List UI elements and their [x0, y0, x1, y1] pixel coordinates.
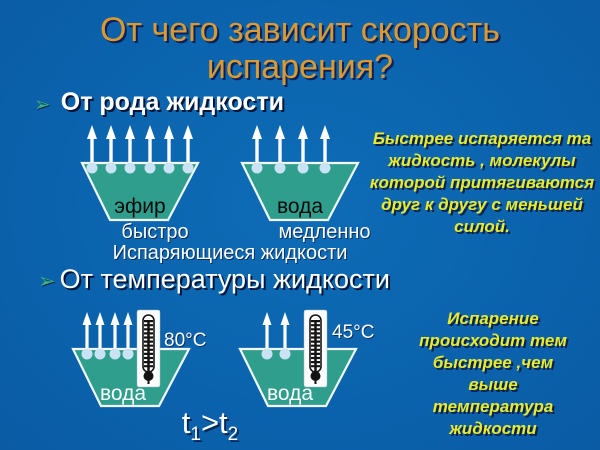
molecule-dots — [261, 348, 291, 360]
thermometer-icon — [136, 309, 161, 388]
note-line: жидкость , молекулы — [388, 151, 576, 170]
molecule-dots — [81, 348, 134, 360]
note-temperature: Испарение происходит тем быстрее ,чем вы… — [398, 308, 588, 440]
bullet-liquid-type-label: От рода жидкости — [60, 88, 284, 116]
arrowheads — [262, 312, 290, 325]
note-line: которой притягиваются — [369, 173, 595, 192]
title-line-2: испарения? — [206, 48, 394, 86]
temperature-low: 45°C — [332, 322, 375, 343]
molecule-dots — [251, 162, 331, 174]
vessel-water-warm-label: вода — [267, 382, 313, 405]
arrow-bullet-icon: ➢ — [38, 270, 56, 293]
page-title: От чего зависит скорость испарения? — [0, 12, 600, 86]
vessel-ether-diagram: эфир — [80, 125, 200, 222]
note-line: температура — [432, 397, 554, 416]
formula-operator: > — [200, 405, 220, 440]
arrowheads — [87, 125, 193, 139]
note-line: Быстрее испаряется та — [372, 129, 592, 148]
vessel-water-hot-diagram: вода — [71, 309, 191, 408]
arrow-bullet-icon: ➢ — [34, 94, 51, 116]
note-line: быстрее ,чем — [432, 353, 554, 372]
bullet-temperature: ➢ От температуры жидкости — [38, 264, 390, 295]
formula-sub-1: 1 — [190, 424, 201, 446]
molecule-dots — [86, 162, 194, 174]
vessel-shape — [80, 161, 200, 222]
caption-evaporating-liquids: Испаряющиеся жидкости — [112, 242, 348, 264]
vessel-water-diagram: вода — [240, 125, 360, 222]
vessel-water-warm-diagram: вода — [238, 309, 358, 408]
note-line: жидкости — [449, 419, 537, 438]
temperature-high: 80°C — [164, 330, 207, 351]
bullet-temperature-label: От температуры жидкости — [59, 264, 390, 294]
vessel-ether-label: эфир — [114, 195, 165, 218]
note-line: Испарение — [447, 309, 539, 328]
formula-base-1: t — [181, 405, 191, 440]
caption-slow: медленно — [278, 221, 371, 243]
note-line: друг к другу с меньшей — [381, 195, 583, 214]
formula-sub-2: 2 — [227, 424, 239, 446]
thermometer-icon — [303, 309, 328, 388]
formula-t1-gt-t2: t1>t2 — [150, 405, 270, 446]
title-line-1: От чего зависит скорость — [100, 11, 500, 49]
vessel-water-hot-label: вода — [100, 382, 146, 405]
note-line: силой. — [454, 217, 510, 236]
note-line: происходит тем — [419, 331, 567, 350]
arrowheads — [252, 125, 330, 139]
note-line: выше — [468, 375, 518, 394]
note-liquid-type: Быстрее испаряется та жидкость , молекул… — [368, 128, 596, 238]
vessel-water-label: вода — [277, 195, 323, 218]
bullet-liquid-type: ➢ От рода жидкости — [34, 88, 284, 117]
vessel-shape — [240, 161, 360, 222]
formula-base-2: t — [219, 405, 228, 440]
arrowheads — [82, 312, 133, 325]
caption-fast: быстро — [121, 221, 189, 243]
